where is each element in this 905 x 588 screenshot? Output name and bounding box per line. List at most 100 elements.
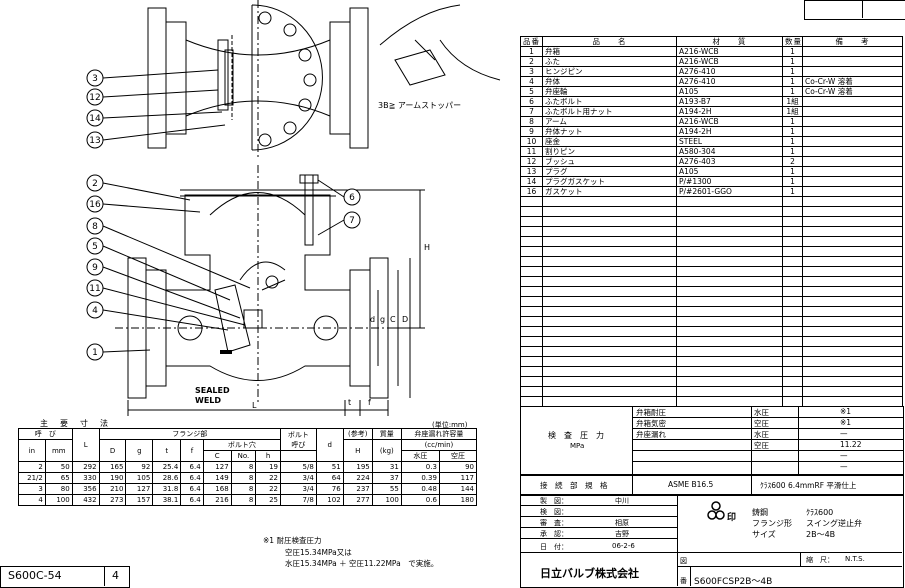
parts-row — [520, 326, 903, 337]
dims-cell: 8 — [230, 472, 257, 484]
parts-cell-material — [676, 236, 783, 247]
parts-cell-material — [676, 376, 783, 387]
parts-row — [520, 196, 903, 207]
valve-drawing: 3 12 14 13 2 16 8 5 9 11 4 1 6 7 3B≧ アーム… — [86, 0, 501, 416]
dim-C: C — [390, 315, 396, 324]
parts-cell-remark — [802, 256, 903, 267]
dims-cell: 105 — [125, 472, 154, 484]
parts-cell-no — [520, 286, 543, 297]
parts-cell-material: A216-WCB — [676, 116, 783, 127]
desc3-label: サイズ — [752, 530, 776, 539]
parts-cell-material — [676, 356, 783, 367]
parts-cell-qty — [782, 296, 803, 307]
parts-cell-no — [520, 376, 543, 387]
parts-cell-remark — [802, 316, 903, 327]
parts-cell-qty — [782, 356, 803, 367]
dims-cell: 37 — [371, 472, 402, 484]
parts-row — [520, 236, 903, 247]
parts-cell-qty — [782, 366, 803, 377]
parts-cell-no — [520, 336, 543, 347]
parts-cell-material: P/#2601-GGO — [676, 186, 783, 197]
dims-cell: 6.4 — [180, 472, 204, 484]
dims-cell: 3/4 — [279, 472, 317, 484]
dims-cell: 55 — [371, 483, 402, 495]
parts-cell-remark — [802, 156, 903, 167]
parts-cell-name: ふたボルト — [542, 96, 677, 107]
parts-cell-name — [542, 326, 677, 337]
scale-value: N.T.S. — [845, 555, 865, 563]
dims-cell: 117 — [438, 472, 478, 484]
parts-cell-no: 8 — [520, 116, 543, 127]
test-value: ※1 — [840, 407, 852, 416]
h-H: H — [342, 439, 373, 462]
dim-H: H — [424, 243, 430, 252]
parts-cell-no — [520, 306, 543, 317]
parts-cell-remark — [802, 286, 903, 297]
fig-number: S600FCSP2B～4B — [694, 577, 773, 587]
test-value: 11.22 — [840, 440, 862, 449]
dims-cell: 6.4 — [180, 494, 204, 506]
parts-cell-name — [542, 366, 677, 377]
parts-cell-remark — [802, 386, 903, 397]
parts-row — [520, 376, 903, 387]
connection-spec: ｸﾗｽ600 6.4mmRF 平滑仕上 — [760, 481, 857, 490]
date-label: 日 付： — [540, 543, 568, 551]
parts-cell-material: A105 — [676, 166, 783, 177]
parts-cell-remark — [802, 366, 903, 377]
parts-cell-material — [676, 216, 783, 227]
parts-cell-qty: 1 — [782, 86, 803, 97]
dims-cell: 25 — [255, 494, 281, 506]
parts-cell-remark — [802, 116, 903, 127]
parts-cell-name: ブッシュ — [542, 156, 677, 167]
parts-cell-qty: 1 — [782, 56, 803, 67]
dim-D: D — [402, 315, 408, 324]
callout-7: 7 — [349, 216, 355, 226]
parts-cell-name: プラグ — [542, 166, 677, 177]
dims-cell: 50 — [44, 461, 73, 473]
parts-cell-material: P/#1300 — [676, 176, 783, 187]
parts-cell-no: 10 — [520, 136, 543, 147]
parts-cell-qty — [782, 196, 803, 207]
parts-cell-name: 割りピン — [542, 146, 677, 157]
parts-cell-name: 弁座輪 — [542, 86, 677, 97]
dims-cell: 8 — [230, 461, 257, 473]
parts-cell-no — [520, 196, 543, 207]
parts-header: 品番 品 名 材 質 数量 備 考 — [520, 36, 903, 47]
parts-cell-qty: 1 — [782, 46, 803, 57]
callout-12: 12 — [89, 93, 100, 103]
parts-cell-qty — [782, 376, 803, 387]
parts-row — [520, 296, 903, 307]
dims-cell: 100 — [371, 494, 402, 506]
dims-cell: 292 — [71, 461, 100, 473]
h-flange: フランジ部 — [98, 428, 281, 440]
parts-cell-no — [520, 256, 543, 267]
desc2-value: スイング逆止弁 — [806, 519, 862, 528]
parts-cell-name: 弁箱 — [542, 46, 677, 57]
dims-cell: 80 — [44, 483, 73, 495]
parts-cell-material: A216-WCB — [676, 56, 783, 67]
parts-cell-remark — [802, 186, 903, 197]
dim-L: L — [252, 401, 257, 410]
h-bolt: ボルト呼び — [279, 428, 317, 451]
parts-row — [520, 256, 903, 267]
callout-8: 8 — [92, 222, 98, 232]
parts-cell-qty: 1 — [782, 176, 803, 187]
dims-cell: 65 — [44, 472, 73, 484]
dims-cell: 190 — [98, 472, 127, 484]
dims-cell: 38.1 — [152, 494, 182, 506]
dims-cell: 237 — [342, 483, 373, 495]
parts-row — [520, 346, 903, 357]
parts-cell-material: A276-410 — [676, 76, 783, 87]
parts-cell-remark — [802, 376, 903, 387]
dims-cell: 273 — [98, 494, 127, 506]
dims-cell: 210 — [98, 483, 127, 495]
parts-cell-name: アーム — [542, 116, 677, 127]
callout-9: 9 — [92, 263, 98, 273]
callout-6: 6 — [349, 193, 355, 203]
parts-cell-name — [542, 376, 677, 387]
logo-mark: 印 — [727, 513, 737, 523]
